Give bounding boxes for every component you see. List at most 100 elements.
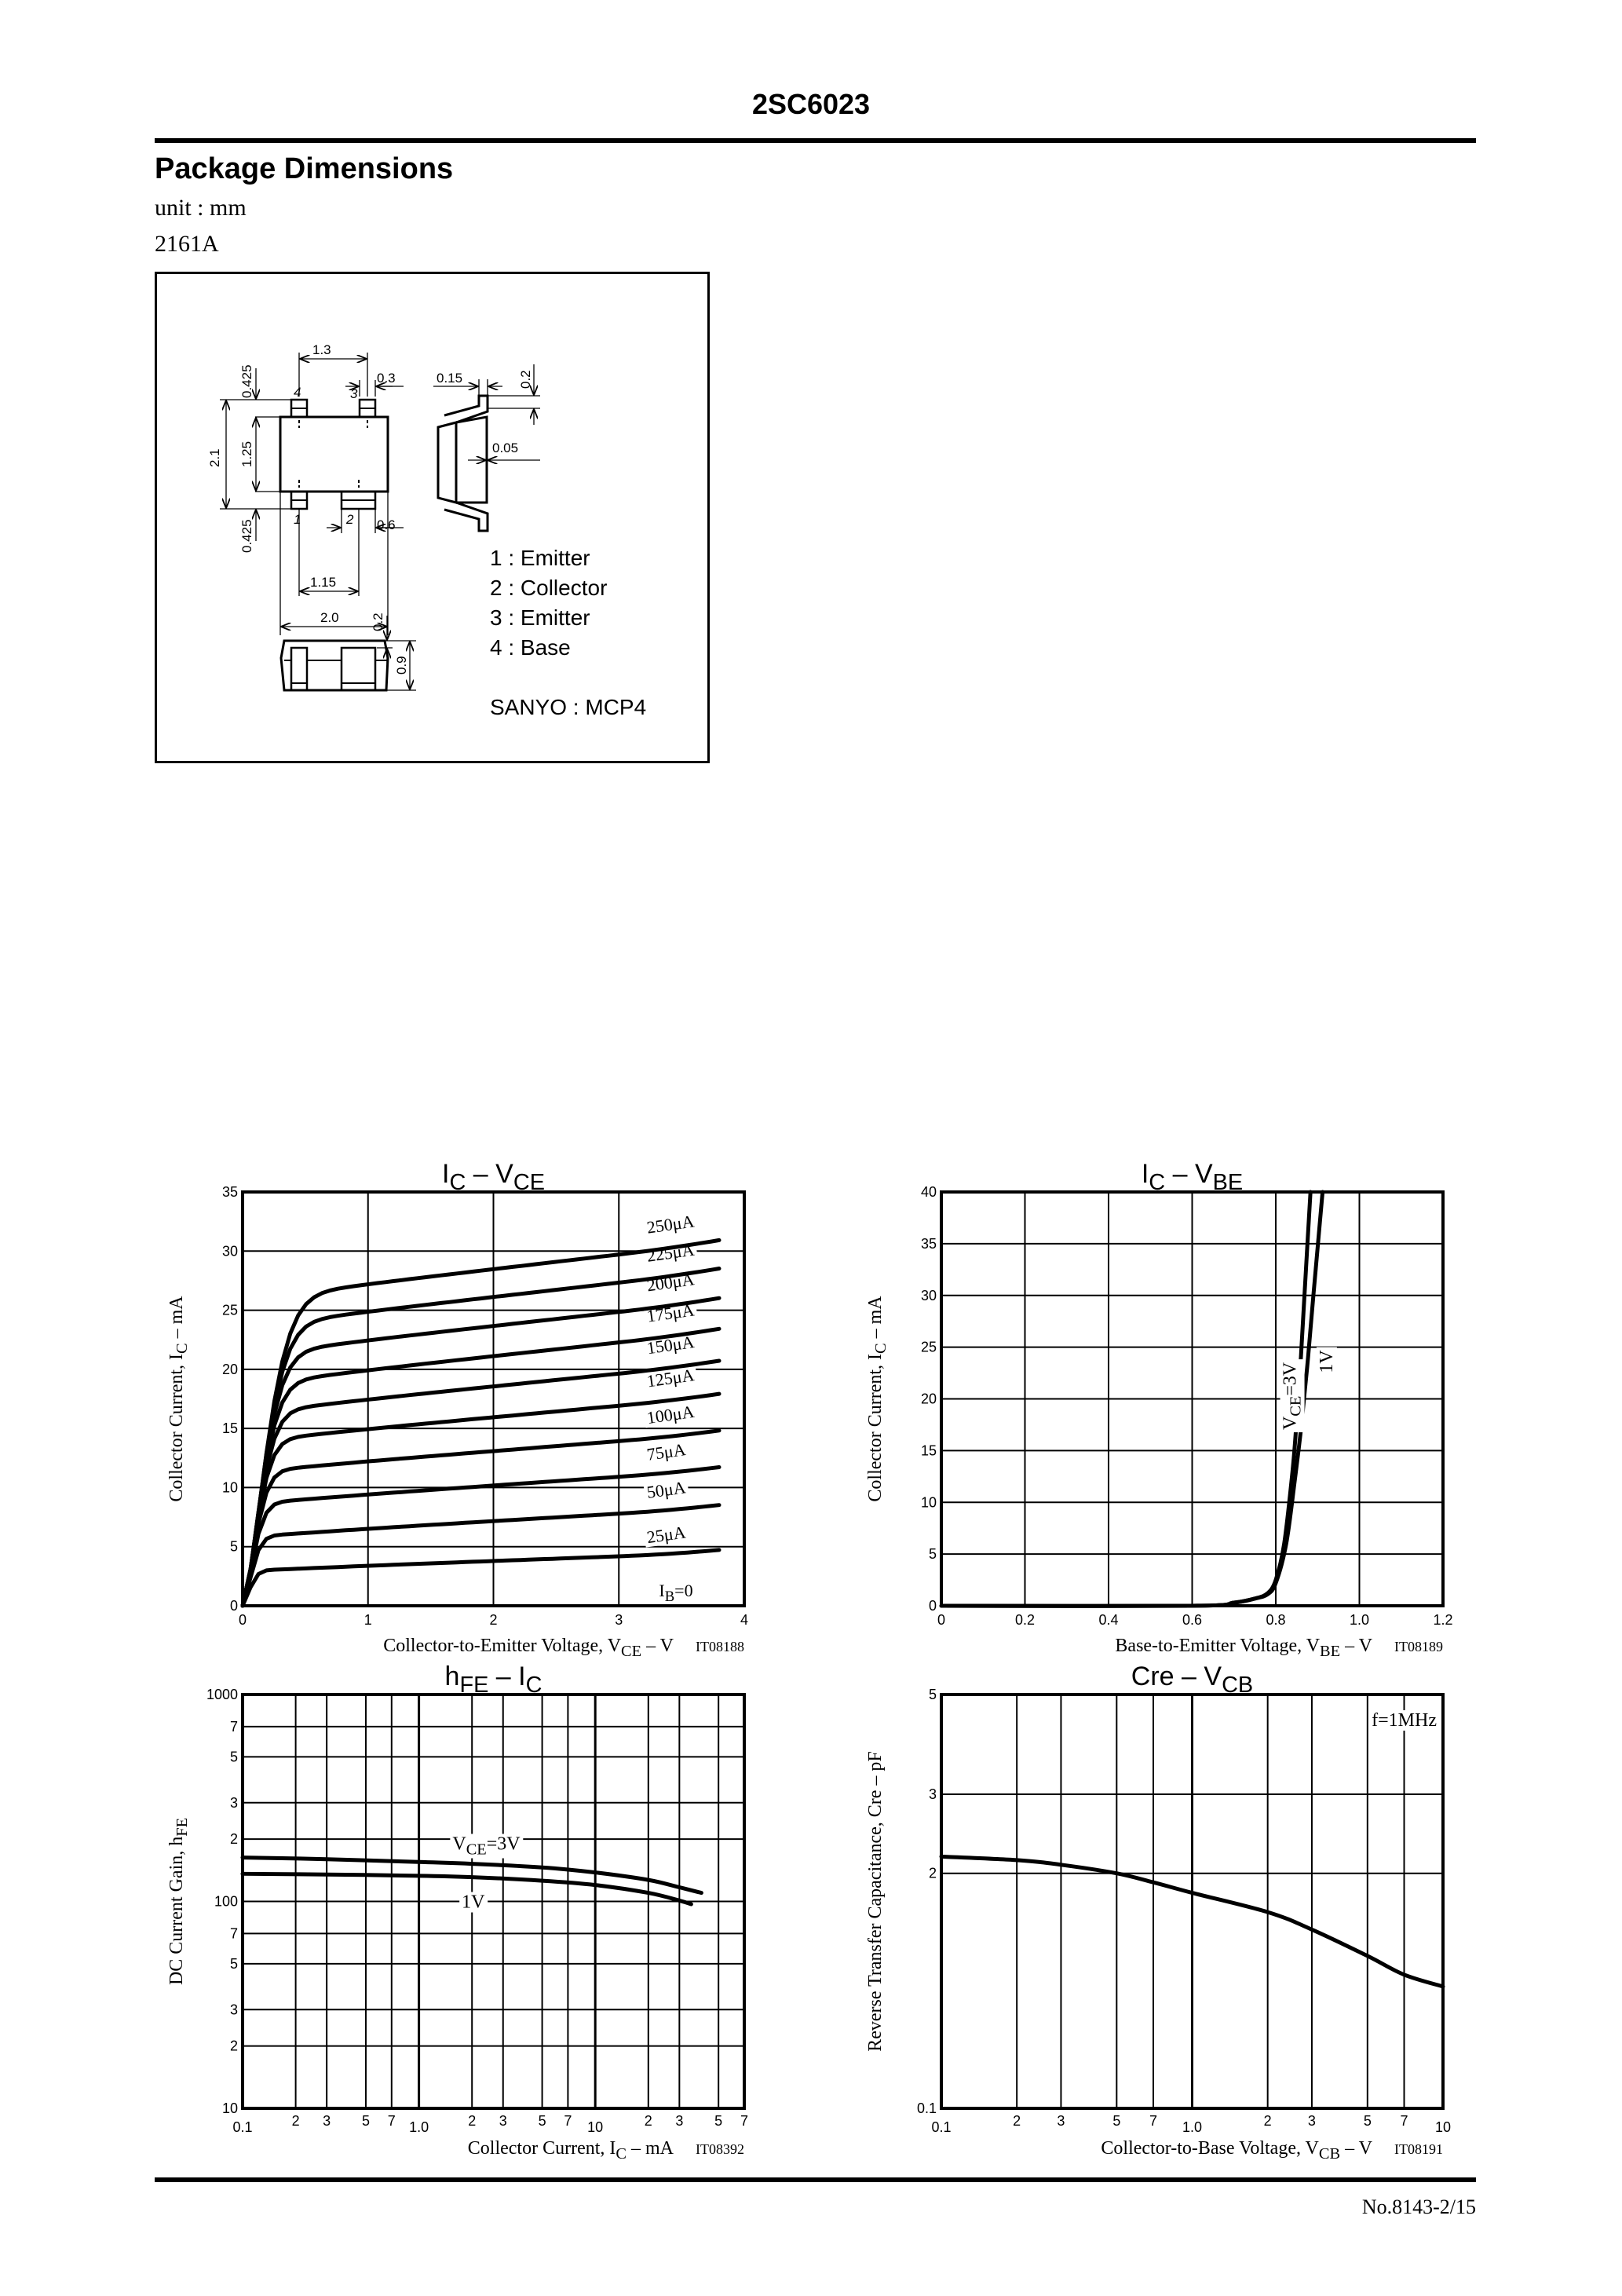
x-tick-label: 3	[1057, 2113, 1065, 2129]
dim-standoff: 0.05	[492, 441, 518, 455]
pinout-1: 1 : Emitter	[490, 546, 590, 570]
chart-title: hFE – IC	[445, 1662, 542, 1698]
x-tick-label: 0	[239, 1612, 247, 1628]
y-tick-label: 30	[222, 1243, 238, 1259]
dim-pin-pitch: 1.15	[310, 575, 336, 590]
plot-frame	[940, 1190, 1445, 1607]
y-tick-label: 25	[921, 1340, 937, 1355]
series-label: 1V	[462, 1892, 485, 1913]
x-tick-label: 7	[388, 2113, 396, 2129]
x-tick-label: 5	[539, 2113, 546, 2129]
y-tick-label: 3	[230, 1795, 238, 1811]
x-tick-label: 0.1	[931, 2119, 951, 2135]
y-axis-label: DC Current Gain, hFE	[166, 1818, 191, 1985]
x-tick-label: 0.2	[1015, 1612, 1035, 1628]
x-tick-label: 7	[1401, 2113, 1408, 2129]
ib-zero-label: IB=0	[659, 1581, 692, 1605]
section-title: Package Dimensions	[155, 152, 454, 185]
x-tick-label: 7	[740, 2113, 748, 2129]
x-tick-label: 2	[645, 2113, 652, 2129]
dim-collector-lead: 0.6	[377, 517, 396, 532]
dim-side-lead-h: 0.2	[518, 370, 533, 389]
chart-title: Cre – VCB	[1131, 1662, 1253, 1698]
x-tick-label: 2	[292, 2113, 300, 2129]
dim-body-width: 2.0	[320, 610, 339, 625]
dim-lead-width: 0.3	[377, 371, 396, 386]
curve-ib-3	[240, 1428, 721, 1608]
curve-ib-2	[240, 1465, 721, 1608]
y-tick-label: 10	[222, 1479, 238, 1495]
dim-side-lead-thick: 0.15	[437, 371, 462, 386]
y-tick-label: 35	[921, 1236, 937, 1252]
x-tick-label: 0.1	[232, 2119, 252, 2135]
unit-label: unit : mm	[155, 195, 247, 221]
y-axis-label: Collector Current, IC – mA	[166, 1296, 191, 1502]
package-drawing: 1.3 0.3 0.15 0.05 0.6 1.15 2.0 2.1 1.25 …	[207, 342, 646, 719]
dim-lead-len-top: 0.425	[239, 364, 254, 398]
y-axis-label: Reverse Transfer Capacitance, Cre – pF	[865, 1751, 886, 2052]
y-tick-label: 30	[921, 1288, 937, 1303]
x-tick-label: 5	[714, 2113, 722, 2129]
page-number: No.8143-2/15	[1361, 2195, 1476, 2218]
x-tick-label: 3	[615, 1612, 623, 1628]
series-label: 25μA	[645, 1523, 687, 1548]
y-tick-label: 2	[929, 1866, 937, 1881]
y-tick-label: 7	[230, 1925, 238, 1941]
plot-frame	[940, 1693, 1445, 2110]
y-tick-label: 20	[222, 1362, 238, 1377]
x-tick-label: 1	[364, 1612, 372, 1628]
x-tick-label: 3	[675, 2113, 683, 2129]
x-tick-label: 10	[587, 2119, 603, 2135]
package-drawing-box: 1.3 0.3 0.15 0.05 0.6 1.15 2.0 2.1 1.25 …	[155, 272, 710, 763]
y-tick-label: 40	[921, 1184, 937, 1200]
y-tick-label: 10	[222, 2100, 238, 2116]
dim-front-lead-h: 0.2	[371, 612, 385, 631]
y-tick-label: 35	[222, 1184, 238, 1200]
curve-ib-0	[240, 1548, 721, 1608]
curve-hfe-1	[240, 1871, 693, 1907]
curve-ib-7	[240, 1296, 721, 1608]
x-tick-label: 1.2	[1433, 1612, 1452, 1628]
x-tick-label: 10	[1435, 2119, 1451, 2135]
x-tick-label: 0	[937, 1612, 945, 1628]
footer-rule	[155, 2177, 1476, 2182]
x-tick-label: 3	[1308, 2113, 1316, 2129]
package-code: 2161A	[155, 231, 219, 257]
series-label: 250μA	[645, 1211, 696, 1237]
figure-code: IT08188	[696, 1639, 744, 1654]
x-tick-label: 3	[323, 2113, 331, 2129]
x-tick-label: 0.6	[1182, 1612, 1202, 1628]
header-rule	[155, 138, 1476, 143]
y-tick-label: 0.1	[917, 2100, 937, 2116]
package-name: SANYO : MCP4	[490, 695, 646, 719]
x-tick-label: 3	[499, 2113, 507, 2129]
curve-ib-8	[240, 1267, 721, 1608]
x-tick-label: 5	[362, 2113, 370, 2129]
y-tick-label: 1000	[206, 1687, 238, 1702]
x-tick-label: 2	[1013, 2113, 1021, 2129]
pinout-4: 4 : Base	[490, 635, 571, 660]
pinout-2: 2 : Collector	[490, 576, 607, 600]
y-tick-label: 100	[214, 1894, 238, 1910]
curve-ib-5	[240, 1358, 721, 1608]
curve-hfe-0	[240, 1855, 703, 1896]
y-tick-label: 10	[921, 1494, 937, 1510]
x-tick-label: 4	[740, 1612, 748, 1628]
x-tick-label: 0.8	[1266, 1612, 1285, 1628]
chart-title: IC – VBE	[1142, 1159, 1243, 1195]
x-tick-label: 5	[1364, 2113, 1372, 2129]
x-axis-label: Collector-to-Base Voltage, VCB – V	[1101, 2138, 1372, 2163]
y-tick-label: 2	[230, 1831, 238, 1847]
y-tick-label: 25	[222, 1303, 238, 1318]
plot-frame	[241, 1693, 746, 2110]
x-tick-label: 2	[468, 2113, 476, 2129]
y-tick-label: 15	[921, 1442, 937, 1458]
dim-front-height: 0.9	[394, 656, 409, 675]
pin-label-1: 1	[294, 512, 301, 527]
x-axis-label: Collector-to-Emitter Voltage, VCE – V	[383, 1636, 674, 1660]
pin-label-2: 2	[345, 512, 354, 527]
y-tick-label: 5	[230, 1539, 238, 1555]
y-tick-label: 5	[230, 1749, 238, 1764]
